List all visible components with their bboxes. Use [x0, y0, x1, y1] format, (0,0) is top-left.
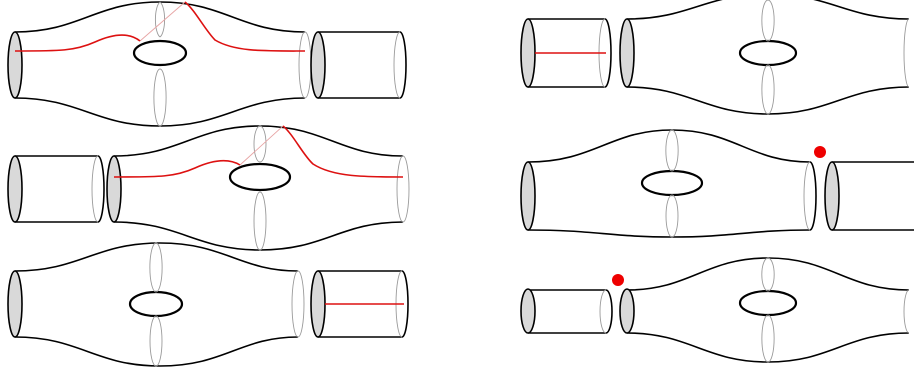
left-end-cap — [7, 270, 23, 338]
handle-hole — [640, 169, 704, 197]
tube-end-cap — [7, 155, 23, 223]
cylinder-tube — [310, 31, 407, 99]
marker-dot — [612, 274, 624, 286]
cylinder-tube — [824, 161, 914, 231]
panel-right-bottom — [520, 257, 910, 363]
handle-hole — [228, 162, 292, 192]
cylinder-tube — [310, 270, 409, 338]
cylinder-tube — [520, 18, 612, 88]
marker-dot — [814, 146, 826, 158]
genus-one-surface — [106, 125, 410, 251]
genus-one-surface — [7, 1, 312, 127]
panel-right-top — [520, 0, 910, 115]
panel-left-middle — [7, 125, 410, 251]
tube-end-cap — [310, 270, 326, 338]
hidden-curve-segment — [239, 125, 284, 166]
genus-one-surface — [619, 257, 910, 363]
cylinder-tube — [7, 155, 105, 223]
tube-end-cap — [520, 18, 536, 88]
genus-one-surface — [619, 0, 910, 115]
genus-one-surface — [520, 129, 817, 238]
panel-right-middle — [520, 129, 914, 238]
handle-hole — [128, 290, 184, 318]
panel-left-bottom — [7, 242, 409, 367]
left-end-cap — [106, 155, 122, 223]
red-curve — [14, 1, 306, 52]
tube-end-cap — [824, 161, 840, 231]
handle-hole — [132, 39, 188, 67]
genus-one-surface — [7, 242, 305, 367]
red-curve — [113, 125, 404, 178]
left-end-cap — [619, 18, 635, 88]
hidden-curve-segment — [139, 1, 186, 42]
tube-end-cap — [310, 31, 326, 99]
handle-hole — [738, 39, 798, 67]
panel-left-top — [7, 1, 407, 127]
handle-hole — [738, 289, 798, 317]
left-end-cap — [619, 288, 635, 334]
cylinder-tube — [520, 288, 613, 334]
left-end-cap — [7, 31, 23, 99]
tube-end-cap — [520, 288, 536, 334]
left-end-cap — [520, 161, 536, 231]
